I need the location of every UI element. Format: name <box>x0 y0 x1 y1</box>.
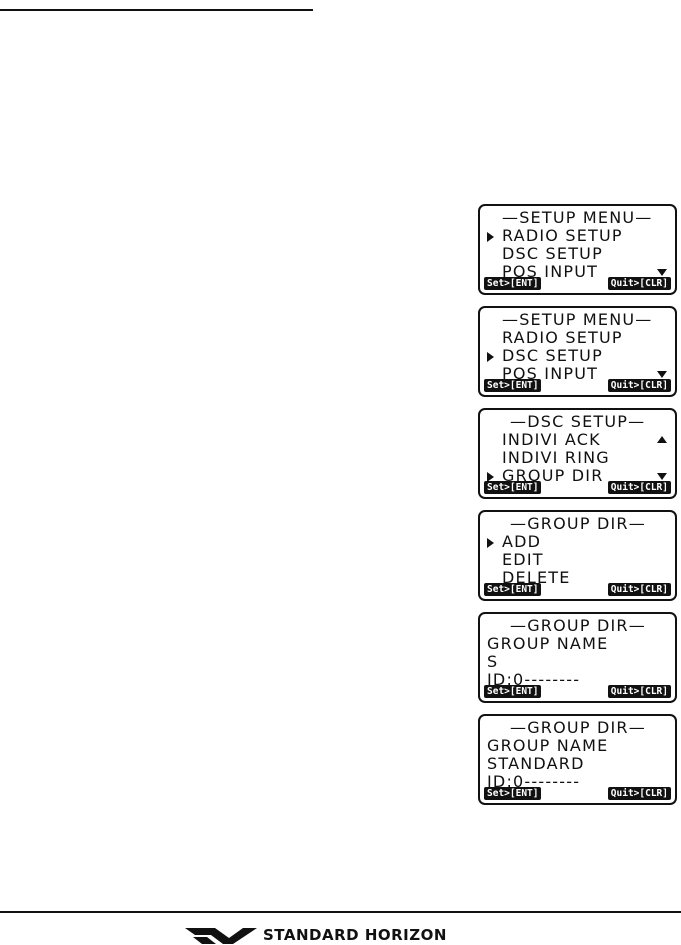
softkey-set: Set>[ENT] <box>484 583 542 596</box>
softkey-set: Set>[ENT] <box>484 787 542 800</box>
menu-item: INDIVI ACK <box>502 430 601 449</box>
field-label: GROUP NAME <box>487 634 609 653</box>
lcd-screen-group-name-complete: —GROUP DIR— GROUP NAME STANDARD ID:0----… <box>478 714 677 805</box>
menu-item: RADIO SETUP <box>502 328 623 347</box>
lcd-screen-group-dir-menu: —GROUP DIR— ADD EDIT DELETE Set>[ENT] Qu… <box>478 510 677 601</box>
menu-item: POS INPUT <box>502 364 599 383</box>
menu-item: ADD <box>502 532 542 551</box>
softkey-set: Set>[ENT] <box>484 685 542 698</box>
menu-item: RADIO SETUP <box>502 226 623 245</box>
softkey-set: Set>[ENT] <box>484 379 542 392</box>
group-name-value: S <box>487 652 499 671</box>
group-id-value: ID:0-------- <box>487 670 581 689</box>
scroll-down-arrow-icon <box>657 269 667 276</box>
menu-item: INDIVI RING <box>502 448 610 467</box>
footer-brand: STANDARD HORIZON <box>185 925 447 945</box>
cursor-arrow-icon <box>487 538 494 548</box>
screen-title: —SETUP MENU— <box>502 208 653 227</box>
menu-item: DSC SETUP <box>502 244 603 263</box>
softkey-quit: Quit>[CLR] <box>607 277 671 290</box>
scroll-down-arrow-icon <box>657 371 667 378</box>
lcd-screen-setup-menu-dsc: —SETUP MENU— RADIO SETUP DSC SETUP POS I… <box>478 306 677 397</box>
menu-item: EDIT <box>502 550 544 569</box>
screen-title: —DSC SETUP— <box>510 412 646 431</box>
menu-item: DELETE <box>502 568 571 587</box>
screen-title: —SETUP MENU— <box>502 310 653 329</box>
brand-name: STANDARD HORIZON <box>263 926 447 944</box>
scroll-up-arrow-icon <box>657 436 667 443</box>
softkey-quit: Quit>[CLR] <box>607 685 671 698</box>
softkey-set: Set>[ENT] <box>484 277 542 290</box>
menu-item: DSC SETUP <box>502 346 603 365</box>
softkey-quit: Quit>[CLR] <box>607 379 671 392</box>
menu-item: POS INPUT <box>502 262 599 281</box>
softkey-quit: Quit>[CLR] <box>607 481 671 494</box>
group-id-value: ID:0-------- <box>487 772 581 791</box>
menu-item: GROUP DIR <box>502 466 604 485</box>
lcd-screen-dsc-setup: —DSC SETUP— INDIVI ACK INDIVI RING GROUP… <box>478 408 677 499</box>
softkey-set: Set>[ENT] <box>484 481 542 494</box>
footer-rule <box>0 911 681 913</box>
softkey-quit: Quit>[CLR] <box>607 787 671 800</box>
cursor-arrow-icon <box>487 472 494 482</box>
standard-horizon-logo-icon <box>185 928 257 944</box>
softkey-quit: Quit>[CLR] <box>607 583 671 596</box>
screen-title: —GROUP DIR— <box>510 514 646 533</box>
cursor-arrow-icon <box>487 352 494 362</box>
screen-title: —GROUP DIR— <box>510 616 646 635</box>
header-rule <box>0 9 313 11</box>
lcd-screen-group-name-entry: —GROUP DIR— GROUP NAME S ID:0-------- Se… <box>478 612 677 703</box>
lcd-screen-setup-menu-radio: —SETUP MENU— RADIO SETUP DSC SETUP POS I… <box>478 204 677 295</box>
screen-title: —GROUP DIR— <box>510 718 646 737</box>
group-name-value: STANDARD <box>487 754 585 773</box>
cursor-arrow-icon <box>487 232 494 242</box>
field-label: GROUP NAME <box>487 736 609 755</box>
scroll-down-arrow-icon <box>657 473 667 480</box>
